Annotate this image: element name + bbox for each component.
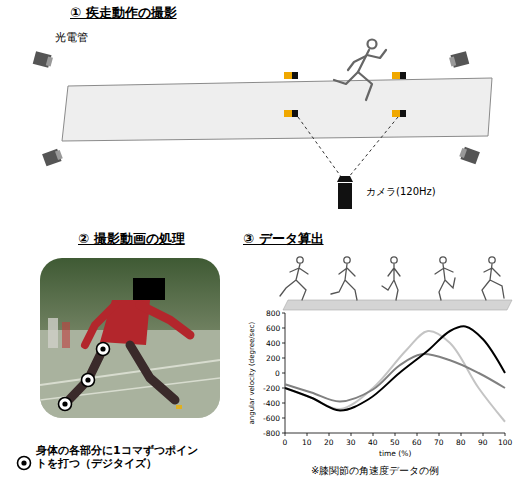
device-label: 光電管 [55, 31, 88, 44]
tick-label: -200 [263, 384, 280, 393]
tick-label: 80 [456, 438, 466, 447]
photo [40, 258, 220, 418]
photocell [33, 51, 480, 166]
tick-label: -800 [263, 429, 280, 438]
section-heading: ③ データ算出 [243, 231, 324, 247]
axis-title: time (%) [379, 449, 411, 458]
device-label: カメラ(120Hz) [366, 186, 436, 198]
section-heading: ① 疾走動作の撮影 [70, 5, 177, 21]
track-marker [284, 72, 406, 117]
chart-axes [282, 313, 505, 436]
platform [283, 300, 512, 310]
velocity-curve [285, 326, 505, 421]
tick-label: 600 [266, 324, 280, 333]
stick-figure [280, 257, 504, 300]
tick-label: -400 [263, 399, 280, 408]
runner-figure [334, 40, 386, 101]
tick-label: 40 [368, 438, 378, 447]
tick-label: 0 [275, 369, 280, 378]
tick-label: 0 [283, 438, 288, 447]
caption-note: ※膝関節の角速度データの例 [311, 465, 439, 477]
tick-label: 200 [266, 354, 280, 363]
tick-label: 70 [434, 438, 444, 447]
section-heading: ② 撮影動画の処理 [78, 231, 185, 247]
tick-label: 60 [412, 438, 422, 447]
tick-label: 30 [346, 438, 356, 447]
axis-title: angular velocity (degree/sec) [248, 322, 256, 425]
camera-symbol [337, 176, 353, 209]
tick-label: 100 [498, 438, 512, 447]
tick-label: 20 [324, 438, 334, 447]
tick-label: -600 [263, 414, 280, 423]
tick-label: 400 [266, 339, 280, 348]
tick-label: 50 [390, 438, 400, 447]
tick-label: 800 [266, 309, 280, 318]
tick-label: 10 [302, 438, 312, 447]
tick-label: 90 [478, 438, 488, 447]
annotation: 身体の各部分に1コマずつポイントを打つ（デジタイズ） [36, 444, 208, 470]
view-line [298, 117, 398, 178]
track [62, 78, 492, 141]
